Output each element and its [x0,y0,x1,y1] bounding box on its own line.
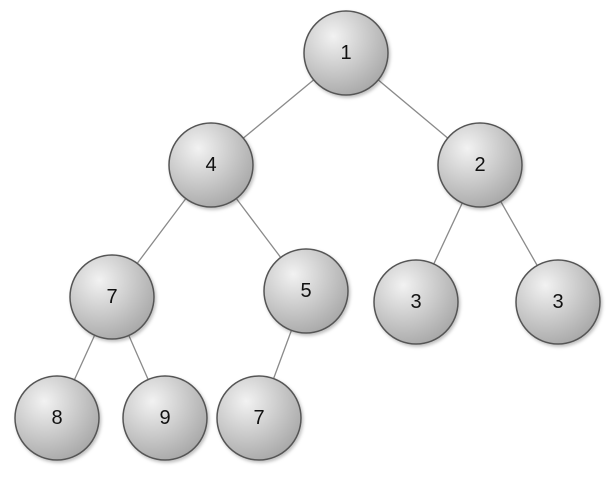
tree-node-label: 7 [106,286,117,308]
tree-edge-n7a-n8 [73,334,96,381]
tree-edge-n2-n3b [500,201,538,266]
tree-edge-n4-n7a [136,198,187,264]
tree-node-n2: 2 [437,122,523,208]
tree-node-circle [69,254,155,340]
tree-edge-n5-n7b [272,330,293,379]
tree-node-n7b: 7 [216,375,302,461]
tree-edge-n1-n4 [242,79,315,139]
tree-node-label: 2 [474,154,485,176]
tree-node-circle [437,122,523,208]
tree-edge-n1-n2 [377,79,449,139]
tree-edge-n2-n3a [433,202,463,265]
tree-node-circle [216,375,302,461]
tree-node-circle [515,259,601,345]
edges-layer [73,79,538,381]
tree-node-label: 9 [159,407,170,429]
tree-node-n5: 5 [263,248,349,334]
tree-node-n9: 9 [122,375,208,461]
tree-node-n4: 4 [168,122,254,208]
tree-node-circle [303,10,389,96]
tree-node-label: 5 [300,280,311,302]
tree-node-n3a: 3 [373,259,459,345]
tree-node-n8: 8 [14,375,100,461]
tree-node-label: 8 [51,407,62,429]
tree-node-label: 3 [410,291,421,313]
tree-node-circle [122,375,208,461]
tree-edge-n7a-n9 [128,335,149,380]
tree-node-label: 1 [340,42,351,64]
tree-node-label: 7 [253,407,264,429]
nodes-layer: 1 4 2 7 5 3 3 8 9 7 [14,10,601,461]
tree-node-circle [263,248,349,334]
tree-node-label: 3 [552,291,563,313]
tree-edge-n4-n5 [235,198,282,258]
tree-node-circle [14,375,100,461]
tree-node-n1: 1 [303,10,389,96]
tree-node-circle [373,259,459,345]
tree-node-n7a: 7 [69,254,155,340]
tree-node-n3b: 3 [515,259,601,345]
tree-node-circle [168,122,254,208]
tree-node-label: 4 [205,154,216,176]
